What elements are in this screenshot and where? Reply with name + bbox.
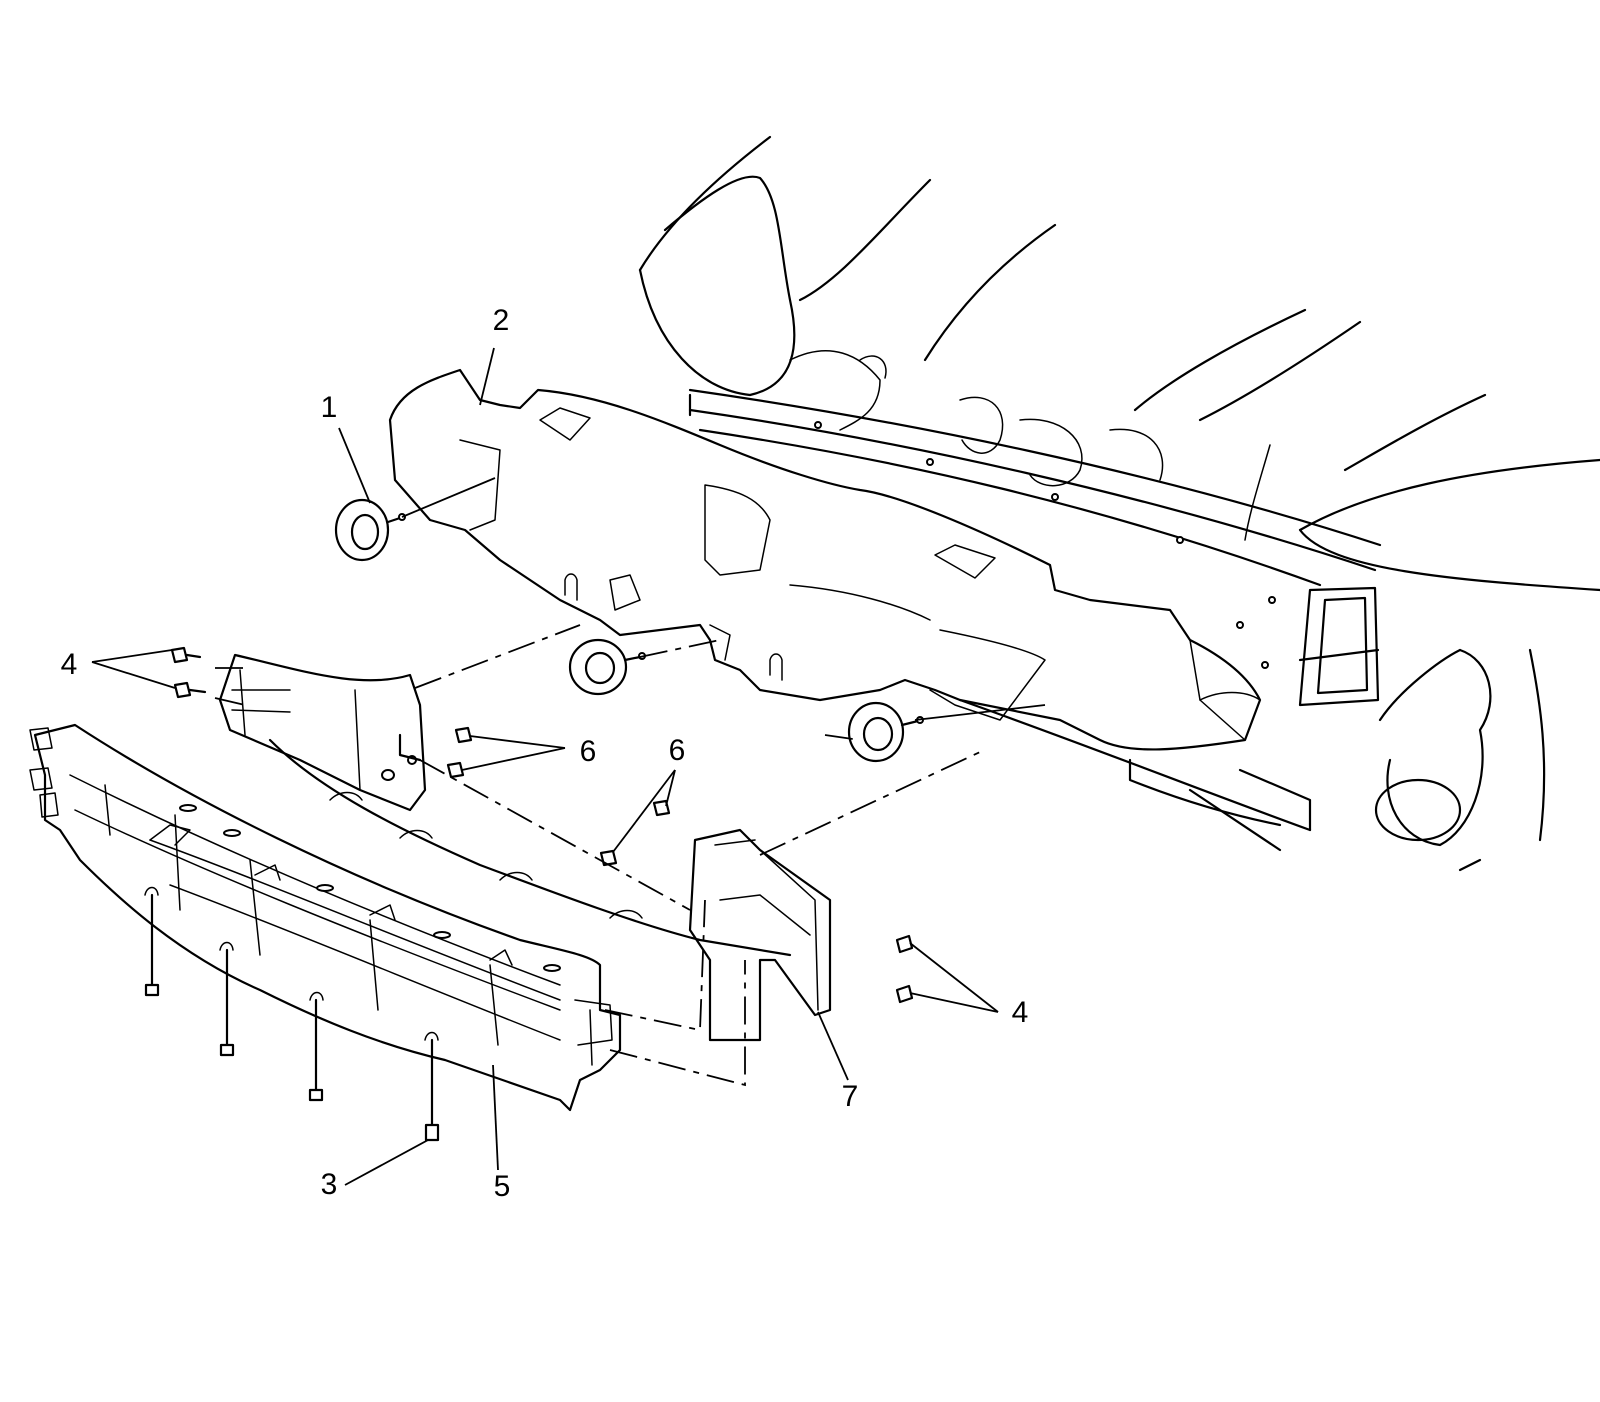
part-3-screws bbox=[146, 895, 438, 1140]
callout-5: 5 bbox=[493, 1170, 511, 1203]
callout-2: 2 bbox=[492, 304, 510, 337]
callout-3: 3 bbox=[320, 1168, 338, 1201]
part-5-lower-grille bbox=[30, 725, 620, 1110]
callout-6-right: 6 bbox=[668, 734, 686, 767]
part-7-support-brackets bbox=[220, 655, 830, 1040]
alignment-dash-lines bbox=[215, 625, 980, 1085]
lower-flange-curve bbox=[270, 735, 790, 955]
callout-4-left: 4 bbox=[60, 648, 78, 681]
vehicle-body-structure bbox=[640, 137, 1600, 870]
callout-4-right: 4 bbox=[1011, 996, 1029, 1029]
callout-7: 7 bbox=[841, 1080, 859, 1113]
callout-1: 1 bbox=[320, 391, 338, 424]
callout-leader-lines bbox=[92, 348, 1045, 1185]
part-1-push-pin-retainers bbox=[336, 500, 923, 761]
parts-4-6-bolts bbox=[172, 648, 912, 1002]
callout-6-left: 6 bbox=[579, 735, 597, 768]
part-2-deflector-panel bbox=[390, 370, 1260, 749]
